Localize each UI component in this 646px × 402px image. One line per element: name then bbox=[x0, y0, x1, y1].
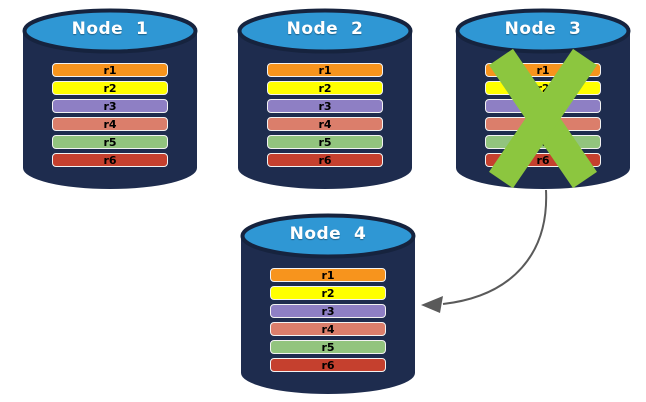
node-title: Node 4 bbox=[289, 224, 367, 244]
node-3-failed: Node 3 r1 r2 r3 r4 r5 r6 bbox=[455, 8, 631, 190]
node-title: Node 1 bbox=[71, 19, 149, 39]
row-r5: r5 bbox=[485, 135, 601, 149]
row-r5: r5 bbox=[52, 135, 168, 149]
row-list: r1 r2 r3 r4 r5 r6 bbox=[485, 63, 601, 167]
row-r4: r4 bbox=[52, 117, 168, 131]
row-r2: r2 bbox=[270, 286, 386, 300]
node-4: Node 4 r1 r2 r3 r4 r5 r6 bbox=[240, 213, 416, 395]
row-r2: r2 bbox=[52, 81, 168, 95]
row-r4: r4 bbox=[270, 322, 386, 336]
row-r1: r1 bbox=[485, 63, 601, 77]
node-title: Node 3 bbox=[504, 19, 582, 39]
row-r4: r4 bbox=[267, 117, 383, 131]
row-r6: r6 bbox=[52, 153, 168, 167]
row-list: r1 r2 r3 r4 r5 r6 bbox=[270, 268, 386, 372]
node-title: Node 2 bbox=[286, 19, 364, 39]
row-r2: r2 bbox=[485, 81, 601, 95]
row-r2: r2 bbox=[267, 81, 383, 95]
row-r6: r6 bbox=[267, 153, 383, 167]
row-r3: r3 bbox=[270, 304, 386, 318]
row-r3: r3 bbox=[52, 99, 168, 113]
row-list: r1 r2 r3 r4 r5 r6 bbox=[267, 63, 383, 167]
row-r3: r3 bbox=[267, 99, 383, 113]
row-r1: r1 bbox=[52, 63, 168, 77]
row-r6: r6 bbox=[270, 358, 386, 372]
node-2: Node 2 r1 r2 r3 r4 r5 r6 bbox=[237, 8, 413, 190]
row-r3: r3 bbox=[485, 99, 601, 113]
row-r1: r1 bbox=[267, 63, 383, 77]
row-r6: r6 bbox=[485, 153, 601, 167]
row-list: r1 r2 r3 r4 r5 r6 bbox=[52, 63, 168, 167]
row-r1: r1 bbox=[270, 268, 386, 282]
node-1: Node 1 r1 r2 r3 r4 r5 r6 bbox=[22, 8, 198, 190]
row-r4: r4 bbox=[485, 117, 601, 131]
row-r5: r5 bbox=[270, 340, 386, 354]
row-r5: r5 bbox=[267, 135, 383, 149]
